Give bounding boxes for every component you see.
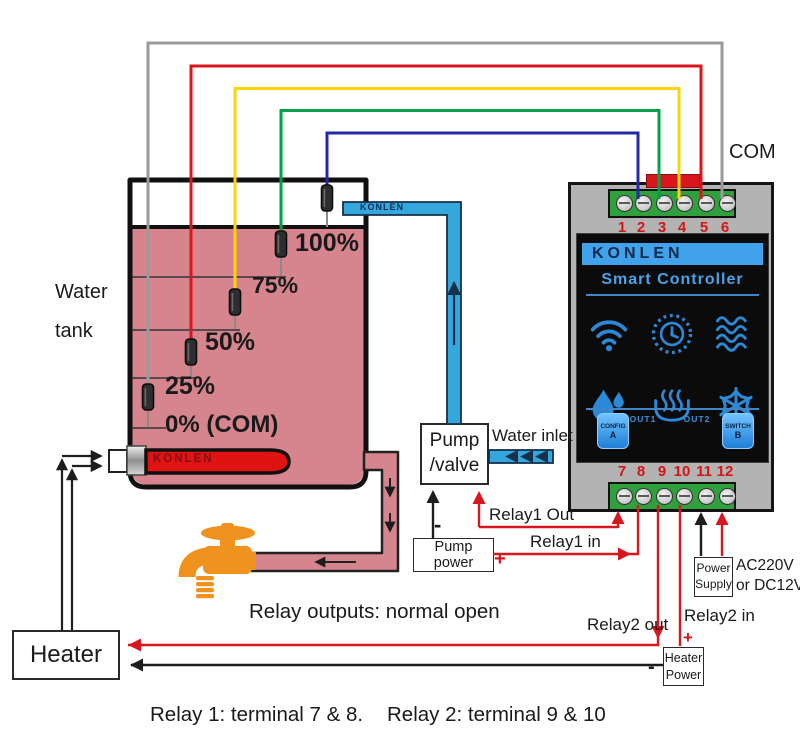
caption-relay1: Relay 1: terminal 7 & 8. — [150, 703, 364, 726]
heater-power-box: Heater Power — [663, 647, 704, 686]
pump-power-plus: + — [494, 548, 506, 570]
heater-power-minus: - — [648, 656, 655, 678]
level-sensor-50 — [228, 288, 242, 329]
terminal-number-9: 9 — [657, 463, 667, 480]
heater-label: Heater — [29, 641, 103, 668]
level-sensor-100 — [320, 184, 334, 227]
switch-button-label: SWITCH — [725, 422, 751, 430]
brand-banner: KONLEN — [582, 243, 763, 265]
controller-subtitle: Smart Controller — [601, 271, 744, 288]
pump-power-label: Pump power — [433, 539, 474, 571]
terminal-screw-2 — [634, 195, 652, 212]
switch-b-button: SWITCH B — [722, 413, 754, 449]
level-sensor-0 — [141, 383, 155, 427]
heating-icon — [654, 389, 691, 422]
terminal-screw-3 — [655, 195, 673, 212]
pump-power-box: Pump power — [413, 538, 494, 572]
inlet-pipe-brand-label: KONLEN — [360, 202, 404, 212]
terminal-screw-4 — [675, 195, 693, 212]
screen-divider-bottom — [586, 408, 759, 410]
heater-power-line1: Heater — [664, 650, 703, 665]
power-supply-box: Power Supply — [694, 557, 733, 597]
relay1-in-label: Relay1 in — [530, 532, 601, 551]
config-button-label: CONFIG — [600, 422, 626, 430]
terminal-screw-6 — [718, 195, 736, 212]
relay-outputs-note: Relay outputs: normal open — [249, 600, 500, 623]
terminal-screw-11 — [697, 488, 715, 505]
terminal-screw-12 — [718, 488, 736, 505]
supply-voltage-line2: or DC12V — [736, 577, 800, 594]
water-tank-label-line2: tank — [55, 320, 93, 342]
top-terminal-block — [608, 189, 736, 218]
power-supply-line1: Power — [696, 561, 731, 576]
heater-power-line2: Power — [665, 667, 702, 682]
level-label-0-com: 0% (COM) — [165, 411, 279, 438]
wifi-icon — [590, 320, 628, 352]
pump-valve-line1: Pump — [429, 430, 480, 452]
screen-divider-top — [586, 294, 759, 296]
controller-screen: KONLEN Smart Controller — [576, 233, 769, 463]
relay1-in-wire — [493, 505, 640, 556]
faucet-icon — [178, 523, 256, 599]
water-drop-icon — [592, 389, 624, 421]
tank-water — [132, 227, 364, 485]
level-label-25: 25% — [165, 372, 216, 400]
terminal-jumper-block — [646, 174, 700, 188]
terminal-screw-1 — [615, 195, 633, 212]
relay2-out-label: Relay2 out — [587, 615, 669, 634]
heater-power-plus: + — [683, 628, 693, 647]
terminal-number-12: 12 — [716, 463, 734, 480]
pump-valve-line2: /valve — [429, 455, 480, 476]
terminal-number-11: 11 — [696, 463, 712, 480]
terminal-number-6: 6 — [720, 219, 730, 236]
relay2-in-label: Relay2 in — [684, 606, 755, 625]
out2-label: OUT2 — [683, 414, 711, 424]
out1-label: OUT1 — [629, 414, 657, 424]
level-sensor-25 — [184, 338, 198, 377]
pump-valve-box: Pump /valve — [420, 423, 489, 485]
relay2-out-wire — [128, 505, 660, 647]
caption-relay2: Relay 2: terminal 9 & 10 — [387, 703, 606, 726]
water-tank-label-line1: Water — [55, 281, 108, 303]
switch-button-letter: B — [734, 429, 742, 440]
drain-pipe — [250, 450, 400, 573]
terminal-screw-5 — [697, 195, 715, 212]
heater-element — [108, 445, 291, 476]
level-label-75: 75% — [252, 272, 299, 298]
water-tank — [127, 177, 369, 490]
relay1-out-label: Relay1 Out — [489, 505, 575, 524]
water-inlet-pipe — [488, 449, 554, 464]
supply-voltage-line1: AC220V — [736, 557, 794, 574]
bottom-terminal-block — [608, 482, 736, 511]
config-a-button: CONFIG A — [597, 413, 629, 449]
pump-power-minus: - — [434, 512, 442, 537]
water-inlet-label: Water inlet — [492, 426, 573, 445]
smart-controller-device: 1 2 3 4 5 6 KONLEN Smart Controller — [568, 174, 774, 512]
level-label-50: 50% — [205, 328, 256, 356]
terminal-screw-8 — [634, 488, 652, 505]
water-waves-icon — [716, 316, 747, 352]
heater-box: Heater — [12, 630, 120, 680]
config-button-letter: A — [609, 429, 617, 440]
terminal-screw-7 — [615, 488, 633, 505]
inlet-pipe — [342, 201, 462, 425]
com-label: COM — [729, 141, 776, 163]
terminal-number-10: 10 — [673, 463, 691, 480]
terminal-number-7: 7 — [617, 463, 627, 480]
terminal-screw-10 — [675, 488, 693, 505]
terminal-screw-9 — [655, 488, 673, 505]
power-supply-line2: Supply — [695, 577, 732, 591]
level-label-100: 100% — [295, 229, 359, 257]
timer-icon — [652, 313, 693, 355]
level-sensor-75 — [274, 230, 288, 276]
level-lines — [132, 276, 286, 429]
level-sensors — [141, 184, 334, 427]
heater-tube-brand-label: KONLEN — [153, 453, 214, 465]
terminal-number-8: 8 — [636, 463, 646, 480]
